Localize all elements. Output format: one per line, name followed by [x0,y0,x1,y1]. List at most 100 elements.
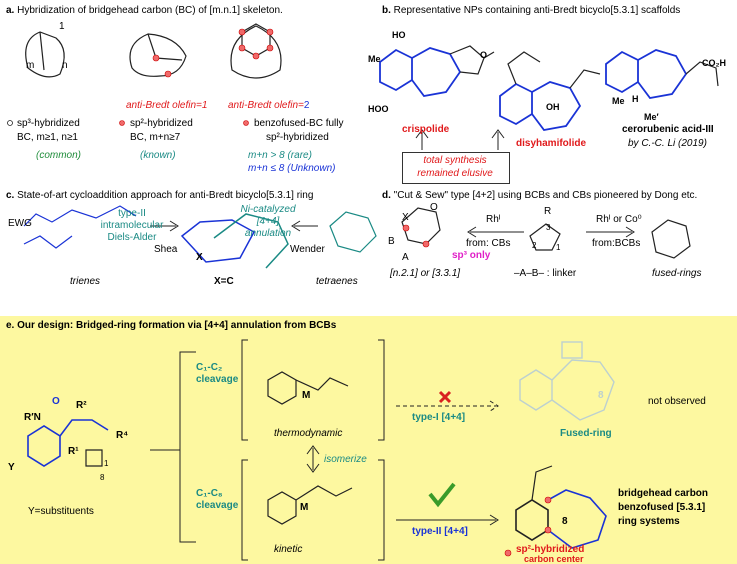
col1-note: (common) [36,150,82,161]
fused-ring-label: Fused-ring [560,428,612,439]
tetraenes-label: tetraenes [316,276,358,287]
elusive-box [402,152,510,184]
dashed-arrow [396,400,499,412]
col1-line1: sp³-hybridized [17,118,80,129]
anti-bredt-2: anti-Bredt olefin=2 [228,100,309,111]
ewg-label: EWG [8,218,32,229]
red-dot [544,526,552,534]
red-dot [238,44,246,52]
arrow-right [150,220,179,232]
fused-rings-label: fused-rings [652,268,702,279]
disyhamifolide-structure [499,51,601,131]
right-line1: bridgehead carbon [618,488,709,499]
atom-x: X [402,212,409,223]
atom-1: 1 [104,459,109,468]
bicyclo-core-teal [213,213,289,269]
bullet-red [243,120,249,126]
col1-line2: BC, m≥1, n≥1 [17,132,78,143]
type1-label: type-I [4+4] [412,412,466,423]
isomerize-label: isomerize [324,454,367,465]
ni-line2: [4+4] [256,216,280,227]
cyclobutane [85,449,103,467]
panel-d-title-text: "Cut & Sew" type [4+2] using BCBs and CB… [393,190,698,201]
solid-arrow [396,514,499,526]
atom-8-faded: 8 [598,390,604,401]
label-hoo: HOO [368,104,389,114]
ring-label: [n.2.1] or [3.3.1] [390,268,461,279]
label-co2h: CO₂H [702,58,726,68]
panel-c-title-text: State-of-art cycloaddition approach for … [17,190,314,201]
typeii-line1: type-II [118,208,146,219]
atom-r1: R¹ [68,446,79,457]
anti-bredt-1: anti-Bredt olefin=1 [126,100,208,111]
panel-e-title: e. Our design: Bridged-ring formation vi… [6,320,336,331]
elusive-line2: remained elusive [417,168,493,179]
col3-note2: m+n ≤ 8 (Unknown) [248,163,336,174]
col2-line1: sp²-hybridized [130,118,193,129]
atom-b: B [388,236,395,247]
red-dot [238,28,246,36]
bridged-product [515,465,607,549]
atom-8: 8 [562,516,568,527]
anti-bredt-2-prefix: anti-Bredt olefin= [228,100,304,111]
atom-label: n [62,60,68,71]
panel-a-letter: a. [6,5,15,16]
label-me: Me [368,54,381,64]
trienes-label: trienes [70,276,101,287]
crispolide-label: crispolide [402,124,450,135]
red-x-icon [438,390,452,404]
c1c8-label: C₁-C₈ [196,488,223,499]
type2-label: type-II [4+4] [412,526,468,537]
atom-1: 1 [556,243,561,252]
atom-o: O [430,202,438,213]
bracket-kinetic [241,459,385,561]
label-ho: HO [392,30,406,40]
right-line2: benzofused [5.3.1] [618,502,706,513]
bcb-substrate [27,419,109,467]
panel-b-title-text: Representative NPs containing anti-Bredt… [393,5,681,16]
red-dot [266,28,274,36]
bicycle-sp2 [129,33,187,77]
panel-d-letter: d. [382,190,391,201]
red-dot [544,496,552,504]
arrow-left [467,226,524,238]
ni-line1: Ni-catalyzed [240,204,296,215]
bullet-red [119,120,125,126]
red-dot [164,70,172,78]
fused-ring-product [651,219,691,259]
arrow-left [291,220,318,232]
atom-y: Y [8,462,15,473]
red-dot [152,54,160,62]
from-bcbs: from:BCBs [592,238,641,249]
x-label: X [196,252,203,263]
tetraene-chain [329,211,377,253]
linker-label: –A–B– : linker [514,268,577,279]
green-check-icon [428,482,456,508]
col2-note: (known) [140,150,176,161]
bicycle-benzofused [230,23,282,79]
rh1-label: Rhᴵ [486,214,501,225]
atom-label: m [26,60,35,71]
atom-a: A [402,252,409,263]
panel-e-title-text: Our design: Bridged-ring formation via [… [17,320,337,331]
bracket-thermo [241,339,385,441]
disyhamifolide-label: disyhamifolide [516,138,587,149]
atom-m: M [302,390,311,401]
cerorubenic-label: cerorubenic acid-III [622,124,714,135]
c1c2-label: C₁-C₂ [196,362,223,373]
red-dot [252,52,260,60]
right-line3: ring systems [618,516,680,527]
col3-note1: m+n > 8 (rare) [248,150,312,161]
panel-c-title: c. State-of-art cycloaddition approach f… [6,190,313,201]
col2-line2: BC, m+n≥7 [130,132,181,143]
kinetic-intermediate [267,485,353,525]
ni-line3: annulation [244,228,292,239]
atom-label: 1 [59,21,65,32]
crispolide-structure [379,45,495,97]
panel-b-title: b. Representative NPs containing anti-Br… [382,5,680,16]
xc-label: X=C [214,276,234,287]
up-arrow [415,129,429,150]
kinetic-label: kinetic [274,544,303,555]
atom-2: 2 [532,241,537,250]
up-arrow [491,129,505,150]
